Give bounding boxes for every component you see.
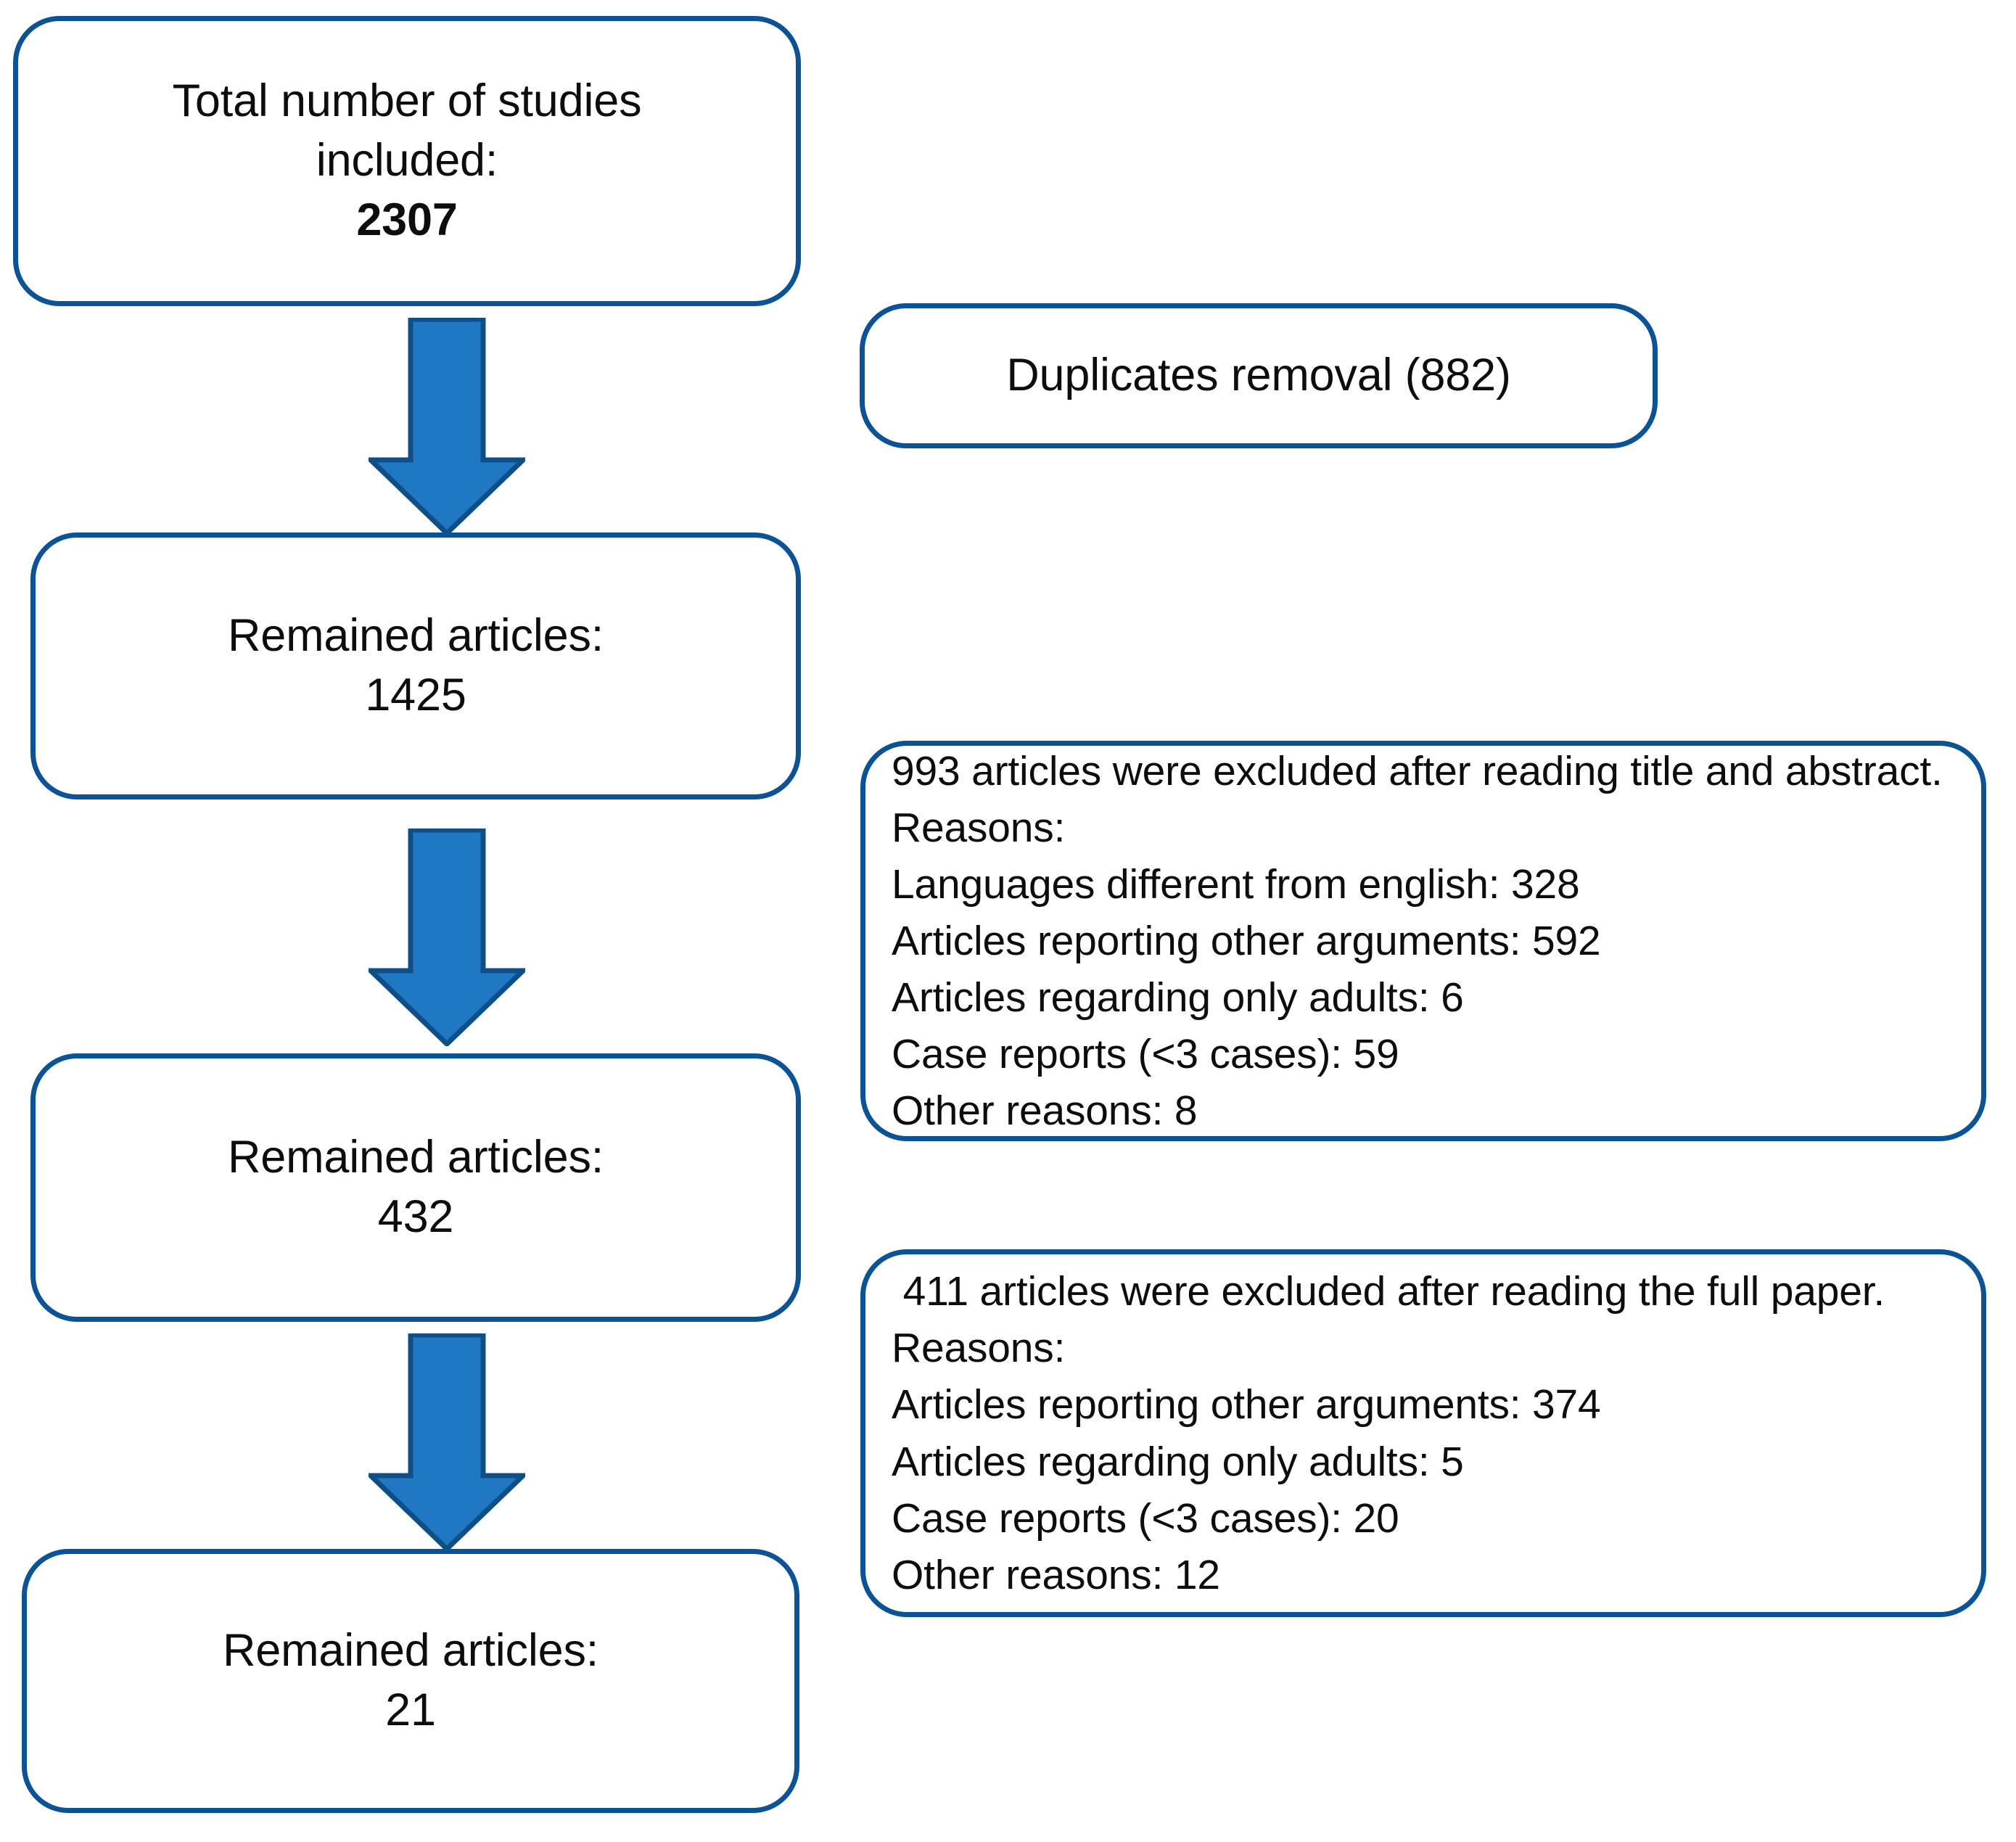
excluded-ta-line-1: 993 articles were excluded after reading… xyxy=(892,747,1943,794)
remained-432-value: 432 xyxy=(377,1191,454,1242)
remained-432-label: Remained articles: xyxy=(227,1132,604,1183)
flow-arrow-down-1 xyxy=(369,318,525,535)
excluded-ta-line-5: Articles regarding only adults: 6 xyxy=(892,974,1464,1021)
node-remained-articles-1425: Remained articles: 1425 xyxy=(30,533,801,799)
node-total-studies: Total number of studies included: 2307 xyxy=(13,16,801,306)
total-studies-line-2: included: xyxy=(316,135,498,186)
excluded-fp-line-2: Reasons: xyxy=(892,1325,1066,1372)
excluded-fp-line-3: Articles reporting other arguments: 374 xyxy=(892,1381,1601,1428)
excluded-ta-line-4: Articles reporting other arguments: 592 xyxy=(892,917,1601,964)
remained-1425-label: Remained articles: xyxy=(227,610,604,662)
remained-1425-value: 1425 xyxy=(365,670,466,720)
duplicates-removal-text: Duplicates removal (882) xyxy=(1006,350,1511,401)
excluded-fp-line-1: 411 articles were excluded after reading… xyxy=(892,1268,1885,1315)
excluded-ta-line-6: Case reports (<3 cases): 59 xyxy=(892,1031,1399,1078)
node-excluded-full-paper: 411 articles were excluded after reading… xyxy=(860,1249,1986,1617)
excluded-fp-line-6: Other reasons: 12 xyxy=(892,1551,1220,1598)
node-duplicates-removal: Duplicates removal (882) xyxy=(860,303,1658,448)
excluded-ta-line-7: Other reasons: 8 xyxy=(892,1087,1198,1135)
total-studies-line-1: Total number of studies xyxy=(172,75,642,127)
excluded-fp-line-4: Articles regarding only adults: 5 xyxy=(892,1438,1464,1485)
excluded-fp-line-5: Case reports (<3 cases): 20 xyxy=(892,1494,1399,1542)
excluded-ta-line-3: Languages different from english: 328 xyxy=(892,860,1580,908)
remained-21-value: 21 xyxy=(385,1685,436,1735)
remained-21-label: Remained articles: xyxy=(222,1625,599,1677)
flow-arrow-down-3 xyxy=(369,1333,525,1551)
total-studies-value: 2307 xyxy=(356,194,458,245)
node-excluded-title-abstract: 993 articles were excluded after reading… xyxy=(860,741,1986,1141)
flow-arrow-down-2 xyxy=(369,829,525,1046)
node-remained-articles-21: Remained articles: 21 xyxy=(22,1549,799,1813)
excluded-ta-line-2: Reasons: xyxy=(892,804,1066,851)
node-remained-articles-432: Remained articles: 432 xyxy=(30,1053,801,1322)
